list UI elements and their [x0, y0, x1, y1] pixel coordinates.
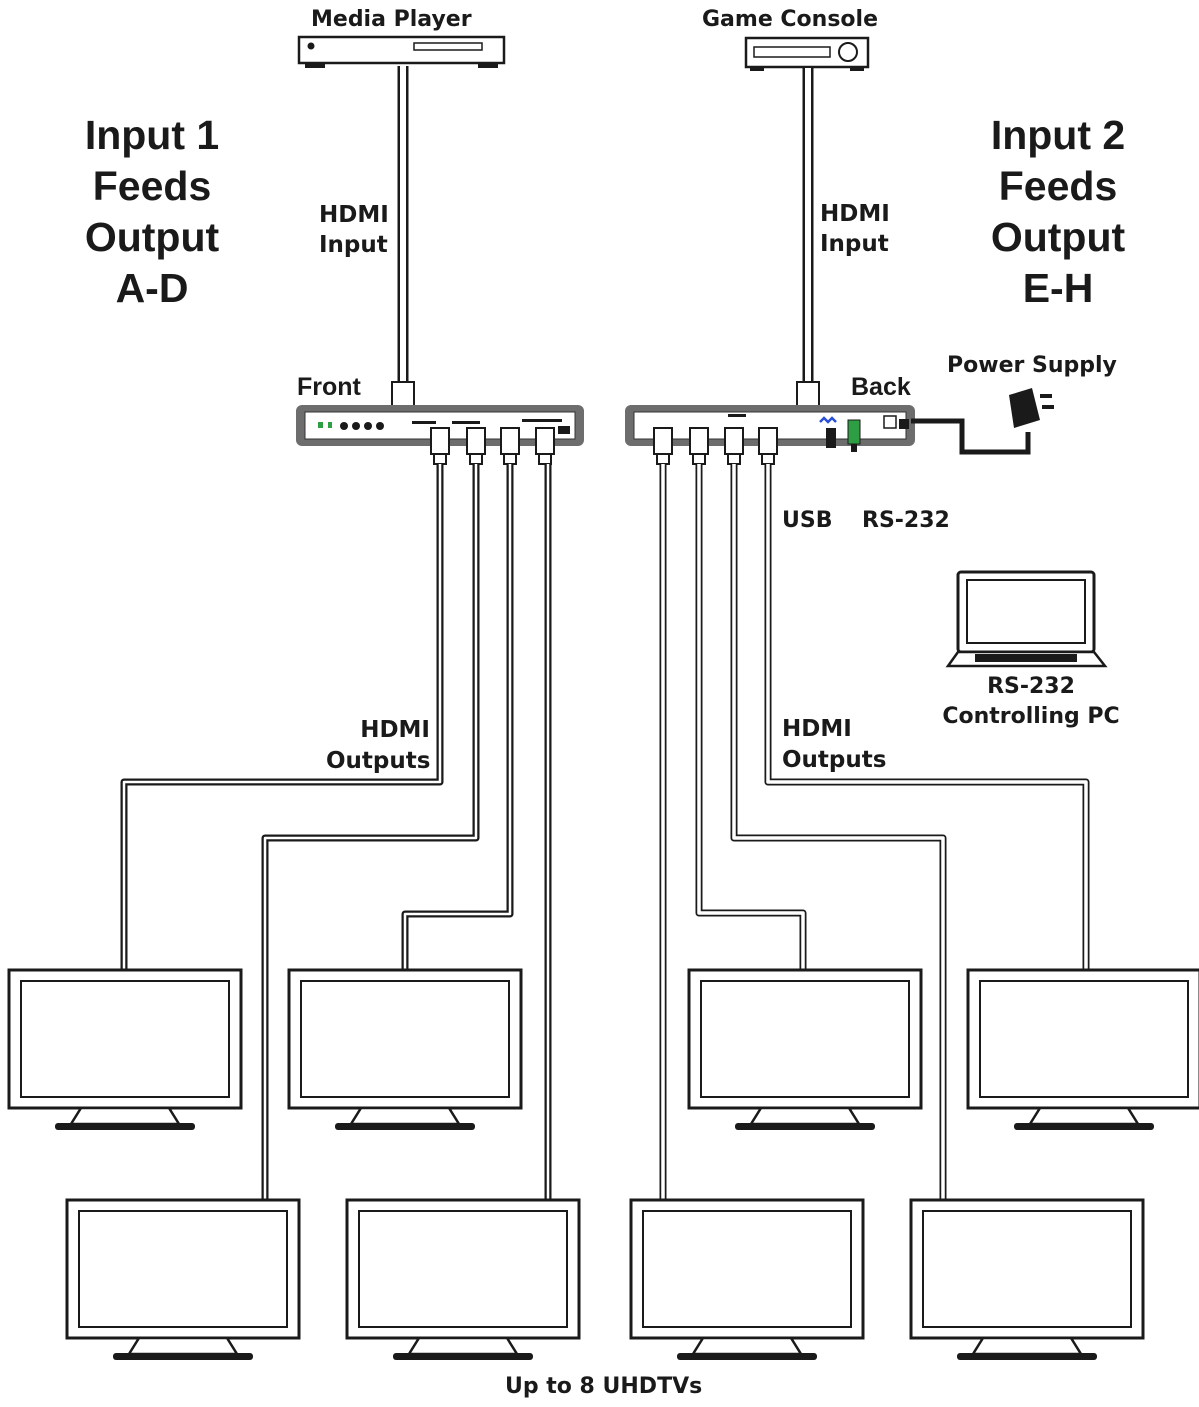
- heading-line: Feeds: [92, 163, 212, 209]
- label-line: Controlling PC: [942, 704, 1120, 729]
- hdmi-input-label-right: HDMI Input: [820, 199, 890, 259]
- hdmi-outputs-label-left: HDMI Outputs: [326, 715, 430, 777]
- power-supply-label: Power Supply: [947, 353, 1117, 378]
- tv-icon: [909, 1198, 1145, 1362]
- footer-caption: Up to 8 UHDTVs: [505, 1374, 703, 1399]
- media-player-device: [297, 35, 506, 68]
- heading-line: E-H: [1022, 265, 1094, 311]
- heading-line: Input 1: [84, 112, 220, 158]
- label-line: Outputs: [782, 747, 887, 773]
- input-2-heading: Input 2 Feeds Output E-H: [948, 110, 1168, 314]
- heading-line: Output: [990, 214, 1126, 260]
- front-panel-label: Front: [297, 373, 361, 401]
- controlling-pc-label: RS-232 Controlling PC: [933, 672, 1129, 732]
- tv-icon: [7, 968, 243, 1132]
- hdmi-output-cables-back: [659, 464, 1090, 1202]
- label-line: HDMI: [820, 201, 890, 227]
- heading-line: A-D: [115, 265, 189, 311]
- input-1-heading: Input 1 Feeds Output A-D: [42, 110, 262, 314]
- tv-icon: [629, 1198, 865, 1362]
- label-line: Outputs: [326, 748, 431, 774]
- label-line: Input: [319, 232, 388, 258]
- hdmi-input-label-left: HDMI Input: [319, 200, 389, 260]
- hdmi-input-cable-right: [796, 68, 820, 421]
- label-line: HDMI: [319, 202, 389, 228]
- label-line: RS-232: [987, 674, 1075, 699]
- rs232-port-label: RS-232: [862, 508, 950, 533]
- label-line: Input: [820, 231, 889, 257]
- back-panel-label: Back: [851, 373, 911, 401]
- uhdtv-displays: [7, 968, 1199, 1362]
- hdmi-input-cable-left: [391, 66, 415, 421]
- controlling-pc-laptop: [945, 570, 1108, 668]
- game-console-device: [744, 36, 870, 71]
- tv-icon: [345, 1198, 581, 1362]
- tv-icon: [687, 968, 923, 1132]
- label-line: HDMI: [782, 716, 852, 742]
- usb-port-label: USB: [782, 508, 833, 533]
- label-line: HDMI: [360, 717, 430, 743]
- hdmi-outputs-label-right: HDMI Outputs: [782, 714, 886, 776]
- media-player-label: Media Player: [311, 7, 472, 32]
- power-supply-device: [911, 388, 1054, 455]
- game-console-label: Game Console: [702, 7, 878, 32]
- heading-line: Input 2: [990, 112, 1126, 158]
- heading-line: Output: [84, 214, 220, 260]
- hdmi-output-cables-front: [120, 464, 552, 1202]
- heading-line: Feeds: [998, 163, 1118, 209]
- tv-icon: [287, 968, 523, 1132]
- tv-icon: [65, 1198, 301, 1362]
- tv-icon: [966, 968, 1199, 1132]
